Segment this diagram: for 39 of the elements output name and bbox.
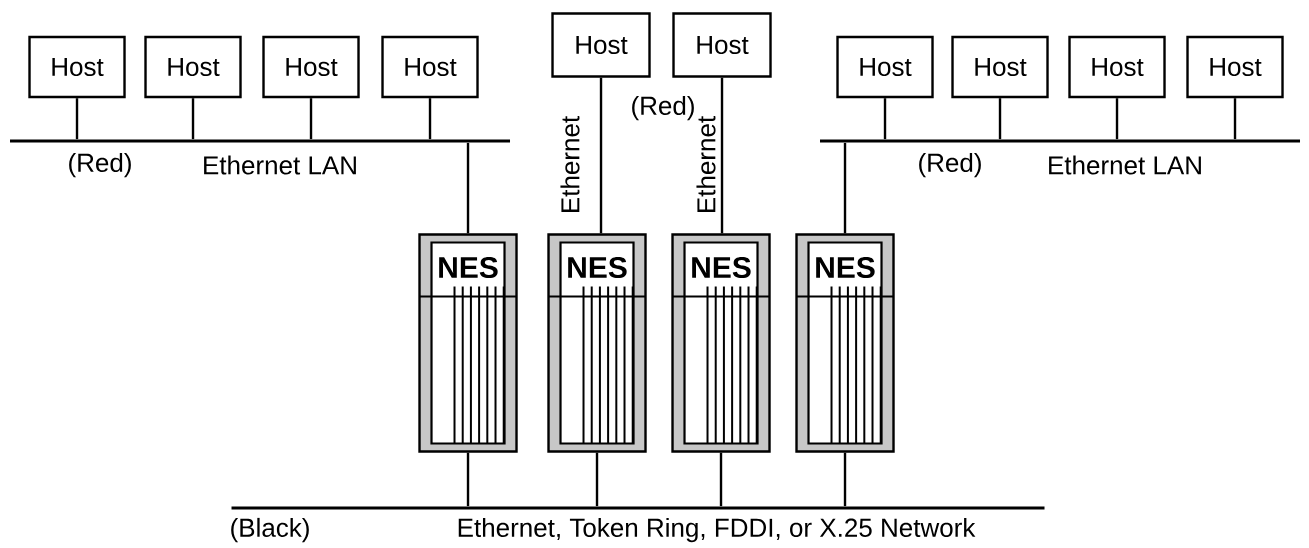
- edge-label: Ethernet: [694, 113, 718, 217]
- connector-line: [843, 452, 847, 507]
- connector-line: [191, 98, 195, 140]
- edge-label: Ethernet: [558, 113, 582, 217]
- connector-line: [1115, 98, 1119, 140]
- host-box: Host: [28, 35, 126, 99]
- host-box: Host: [381, 35, 479, 99]
- connector-line: [466, 452, 470, 507]
- host-box: Host: [672, 12, 772, 78]
- host-box: Host: [836, 35, 934, 99]
- network-label: Ethernet, Token Ring, FDDI, or X.25 Network: [458, 517, 976, 543]
- connector-line: [599, 77, 603, 234]
- connector-line: [720, 77, 724, 234]
- connector-line: [998, 98, 1002, 140]
- connector-line: [719, 452, 723, 507]
- connector-line: [1233, 98, 1237, 140]
- host-box: Host: [144, 35, 242, 99]
- connector-line: [466, 142, 470, 234]
- host-box: Host: [1068, 35, 1166, 99]
- network-bus: [231, 506, 1045, 510]
- connector-line: [75, 98, 79, 140]
- network-label: (Red): [632, 95, 694, 121]
- connector-line: [843, 142, 847, 234]
- nes-unit: NES: [547, 233, 647, 453]
- nes-unit: NES: [418, 233, 518, 453]
- nes-unit: NES: [671, 233, 771, 453]
- host-box: Host: [262, 35, 360, 99]
- network-label: Ethernet LAN: [204, 155, 356, 175]
- connector-line: [309, 98, 313, 140]
- connector-line: [595, 452, 599, 507]
- connector-line: [883, 98, 887, 140]
- network-bus: [10, 139, 510, 143]
- network-label: Ethernet LAN: [1049, 155, 1201, 175]
- host-box: Host: [951, 35, 1049, 99]
- nes-unit: NES: [795, 233, 895, 453]
- host-box: Host: [1186, 35, 1284, 99]
- network-bus: [820, 139, 1300, 143]
- connector-line: [428, 98, 432, 140]
- host-box: Host: [551, 12, 651, 78]
